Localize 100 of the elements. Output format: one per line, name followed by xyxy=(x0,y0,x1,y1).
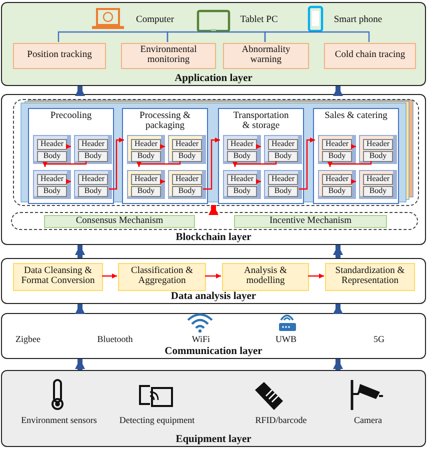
connector-line xyxy=(264,31,370,42)
arrow xyxy=(160,179,165,184)
connector-line xyxy=(58,31,168,42)
block-arrow xyxy=(75,86,85,96)
device-label: Camera xyxy=(338,414,398,427)
layer-title: Equipment layer xyxy=(174,434,252,445)
layer-panel xyxy=(1,258,426,304)
block-card xyxy=(168,135,206,164)
body-box: Body xyxy=(172,186,202,197)
arrow xyxy=(66,144,71,149)
body-box: Body xyxy=(131,186,161,197)
stage-title: Processing & packaging xyxy=(138,111,192,131)
header-box: Header xyxy=(131,139,161,150)
function-box: Position tracking xyxy=(13,43,106,69)
block-arrow xyxy=(333,304,343,314)
block-card xyxy=(127,135,165,164)
block-card xyxy=(318,170,356,199)
device-label: Smart phone xyxy=(327,14,389,28)
function-box: Cold chain tracing xyxy=(324,43,416,69)
block-card xyxy=(74,170,112,199)
stage-panel xyxy=(122,108,208,204)
layer-title: Application layer xyxy=(174,73,254,84)
process-box: Analysis & modelling xyxy=(222,263,309,291)
stage-title: Precooling xyxy=(49,111,93,121)
body-box: Body xyxy=(37,151,67,162)
arrow xyxy=(102,274,117,278)
header-box: Header xyxy=(268,139,298,150)
protocol-label: UWB xyxy=(261,334,311,345)
arrow xyxy=(308,274,324,278)
arrow xyxy=(136,161,181,167)
protocol-label: WiFi xyxy=(176,334,226,345)
body-box: Body xyxy=(227,186,257,197)
body-box: Body xyxy=(78,151,108,162)
device-label: Computer xyxy=(129,14,181,28)
block-arrow xyxy=(333,86,343,96)
arrow xyxy=(299,138,315,190)
header-box: Header xyxy=(268,174,298,185)
protocol-label: Bluetooth xyxy=(85,334,145,345)
arrow xyxy=(256,179,261,184)
block-card xyxy=(33,170,71,199)
header-box: Header xyxy=(227,174,257,185)
layer-title: Communication layer xyxy=(164,346,264,357)
body-box: Body xyxy=(322,186,352,197)
header-box: Header xyxy=(322,174,352,185)
stage-panel xyxy=(218,108,304,204)
block-card xyxy=(168,170,206,199)
arrow xyxy=(351,179,356,184)
arrow xyxy=(205,274,221,278)
header-box: Header xyxy=(322,139,352,150)
body-box: Body xyxy=(363,151,393,162)
header-box: Header xyxy=(363,174,393,185)
dashed-group-frame xyxy=(11,212,418,230)
block-card xyxy=(264,135,302,164)
body-box: Body xyxy=(37,186,67,197)
block-card xyxy=(264,170,302,199)
body-box: Body xyxy=(227,151,257,162)
block-card xyxy=(33,135,71,164)
header-box: Header xyxy=(37,174,67,185)
header-box: Header xyxy=(227,139,257,150)
device-label: RFID/barcode xyxy=(239,414,323,427)
device-label: Tablet PC xyxy=(234,14,284,28)
dashed-group-frame xyxy=(13,99,419,206)
body-box: Body xyxy=(268,186,298,197)
function-box: Abnormality warning xyxy=(223,43,309,69)
layer-panel xyxy=(1,313,426,359)
block-card xyxy=(223,135,261,164)
stage-panel xyxy=(28,108,114,204)
layer-title: Blockchain layer xyxy=(174,232,252,243)
stage-panel xyxy=(313,108,399,204)
block-arrow xyxy=(75,245,85,258)
layer-panel xyxy=(1,94,426,245)
stage-title: Transportation & storage xyxy=(232,111,290,131)
header-box: Header xyxy=(37,139,67,150)
layer-panel xyxy=(1,370,426,447)
mechanism-box: Incentive Mechanism xyxy=(234,215,387,228)
block-card xyxy=(223,170,261,199)
body-box: Body xyxy=(172,151,202,162)
block-card xyxy=(74,135,112,164)
layer-panel xyxy=(1,2,426,86)
body-box: Body xyxy=(131,151,161,162)
protocol-label: 5G xyxy=(354,334,404,345)
arrow xyxy=(232,161,277,167)
block-arrow xyxy=(75,304,85,314)
arrow xyxy=(328,161,372,167)
body-box: Body xyxy=(322,151,352,162)
body-box: Body xyxy=(78,186,108,197)
header-box: Header xyxy=(78,174,108,185)
block-arrow xyxy=(208,205,218,215)
arrow xyxy=(66,179,71,184)
connector-line xyxy=(166,31,266,42)
arrow xyxy=(160,144,165,149)
arrow xyxy=(351,144,356,149)
block-card xyxy=(359,170,397,199)
body-box: Body xyxy=(363,186,393,197)
block-arrow xyxy=(75,359,85,370)
header-box: Header xyxy=(172,174,202,185)
header-box: Header xyxy=(131,174,161,185)
arrow xyxy=(256,144,261,149)
layer-title: Data analysis layer xyxy=(170,291,258,302)
header-box: Header xyxy=(363,139,393,150)
